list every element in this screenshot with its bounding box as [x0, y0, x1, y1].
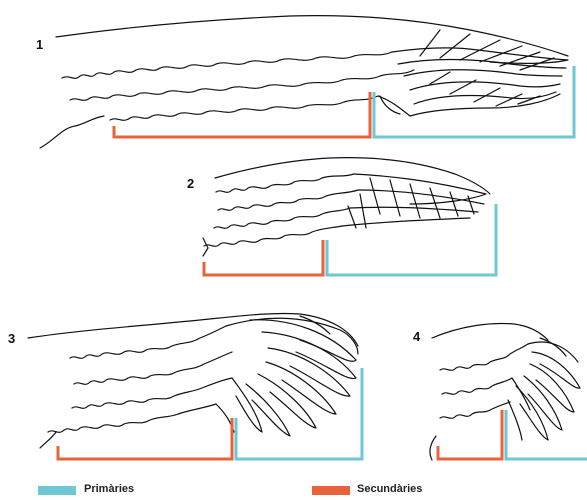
legend-secondaries-swatch: [312, 486, 350, 495]
wing-2-secondaries-bracket: [204, 240, 323, 275]
wing-3: 3: [8, 313, 362, 459]
wing-1: 1: [36, 16, 574, 148]
wing-1-outline: [40, 16, 568, 148]
wing-1-number: 1: [36, 37, 43, 52]
wing-2: 2: [187, 158, 496, 275]
wing-1-secondaries-bracket: [114, 92, 370, 137]
wing-4: 4: [413, 324, 587, 460]
legend-primaries-swatch: [38, 486, 76, 495]
wing-3-number: 3: [8, 331, 15, 346]
legend-primaries-label: Primàries: [84, 483, 134, 495]
wing-2-primaries-bracket: [327, 204, 496, 275]
wing-4-number: 4: [413, 329, 421, 344]
legend-secondaries-label: Secundàries: [357, 483, 422, 495]
wing-3-outline: [28, 313, 358, 448]
wing-2-number: 2: [187, 176, 194, 191]
wing-3-secondaries-bracket: [58, 418, 232, 459]
wing-2-outline: [203, 158, 490, 256]
